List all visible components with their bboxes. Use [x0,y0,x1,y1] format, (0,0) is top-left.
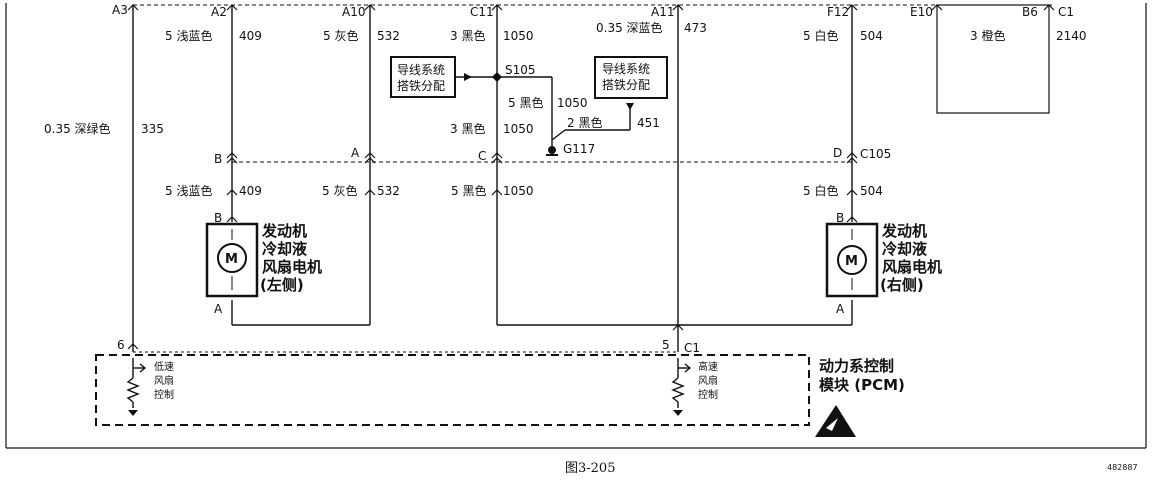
c105-pin-b: B [214,152,222,166]
splice-w1-color: 5 黑色 [508,96,543,110]
diagram-frame [5,3,1147,449]
high-speed-control-icon [671,358,692,408]
connector-c1-top: C1 [1058,5,1074,19]
high-speed-ground-icon [673,410,683,416]
arrow-icon [464,73,472,81]
pcm-c1: C1 [684,341,700,355]
c105-pin-a: A [351,146,360,160]
pcm-low-l3: 控制 [154,388,174,401]
ground-dist-right: 导线系统 搭铁分配 [594,56,668,99]
connector-a3: A3 [112,3,128,17]
splice-dot-icon [492,72,502,82]
splice-w2-color: 3 黑色 [450,122,485,136]
motor-left-symbol: M [225,252,238,267]
wire-335-circuit: 335 [141,122,164,136]
connector-a10: A10 [342,5,365,19]
ground-dist-right-line2: 搭铁分配 [602,78,650,92]
wires [132,5,853,352]
pcm-high-l3: 控制 [698,388,718,401]
pcm-low-l2: 风扇 [154,374,174,387]
ground-dist-right-line1: 导线系统 [602,62,650,76]
wire-409-color: 5 浅蓝色 [165,29,212,43]
ground-dist-left: 导线系统 搭铁分配 [390,56,456,98]
lower-wire-532-color: 5 灰色 [322,184,357,198]
lower-wire-532-circuit: 532 [377,184,400,198]
wire-1050-circuit: 1050 [503,29,534,43]
lower-wire-504-color: 5 白色 [803,183,838,198]
wire-335-color: 0.35 深绿色 [44,121,111,136]
lower-wire-504-circuit: 504 [860,184,883,198]
wire-2140-circuit: 2140 [1056,29,1087,43]
low-speed-control-icon [126,358,147,408]
c105-label: C105 [860,147,891,161]
pcm-high-l1: 高速 [698,360,718,373]
motor-left-pin-b: B [214,211,222,225]
connector-a2: A2 [211,5,227,19]
splice-name: S105 [505,63,536,77]
wire-409-circuit: 409 [239,29,262,43]
pcm-high-l2: 风扇 [698,374,718,387]
ground-dist-left-line1: 导线系统 [397,63,445,77]
motor-right: B M A [825,211,879,316]
ground-dist-left-line2: 搭铁分配 [397,79,445,93]
motor-right-line1: 发动机 [881,222,927,240]
top-connector-chevrons [127,4,1055,11]
c105-pin-c: C [478,149,486,163]
pcm-low-l1: 低速 [154,360,174,373]
motor-left-symbol-icon [217,243,247,273]
pcm-pin-6: 6 [117,338,125,352]
splice-w1-circuit: 1050 [557,96,588,110]
wire-532-circuit: 532 [377,29,400,43]
c105-pin-d: D [833,146,842,160]
connector-b6: B6 [1022,5,1038,19]
splice-w3-circuit: 451 [637,116,660,130]
lower-wire-1050-circuit: 1050 [503,184,534,198]
lower-wire-409-circuit: 409 [239,184,262,198]
motor-left-line3: 风扇电机 [262,258,322,276]
pcm-title-line1: 动力系控制 [819,357,894,375]
wire-532-color: 5 灰色 [323,29,358,43]
motor-left: B M A [205,211,259,316]
motor-right-line4: (右侧) [880,276,924,294]
splice-w3-color: 2 黑色 [567,116,602,130]
low-speed-ground-icon [128,410,138,416]
wire-504-color: 5 白色 [803,28,838,43]
motor-right-symbol-icon [837,245,867,275]
c105-chevrons [127,152,858,350]
connector-a11: A11 [651,5,674,19]
esd-warning-icon [815,405,856,437]
wire-504-circuit: 504 [860,29,883,43]
pcm-box [95,354,810,426]
motor-right-pin-b: B [836,211,844,225]
connector-e10: E10 [910,5,933,19]
wire-473-circuit: 473 [684,21,707,35]
pcm-title-line2: 模块 (PCM) [819,376,905,394]
wire-1050-color: 3 黑色 [450,29,485,43]
splice-w2-circuit: 1050 [503,122,534,136]
motor-left-pin-a: A [214,302,223,316]
connector-c11: C11 [470,5,494,19]
wire-2140-color: 3 橙色 [970,28,1005,43]
motor-right-symbol: M [845,254,858,269]
motor-left-line2: 冷却液 [262,240,308,258]
b6-module-box [936,4,1050,114]
motor-right-pin-a: A [836,302,845,316]
motor-right-line3: 风扇电机 [882,258,942,276]
ground-g117-icon [546,146,558,156]
arrow-down-icon [626,103,634,110]
motor-right-line2: 冷却液 [882,240,928,258]
ground-g117-label: G117 [563,142,595,156]
figure-code: 482887 [1107,463,1138,472]
pcm-pin-5: 5 [662,338,670,352]
motor-left-line1: 发动机 [261,222,307,240]
figure-caption: 图3-205 [565,461,615,476]
motor-left-line4: (左侧) [260,276,304,294]
wire-473-color: 0.35 深蓝色 [596,21,663,35]
connector-f12: F12 [827,5,849,19]
lower-wire-1050-color: 5 黑色 [451,184,486,198]
lower-wire-409-color: 5 浅蓝色 [165,184,212,198]
